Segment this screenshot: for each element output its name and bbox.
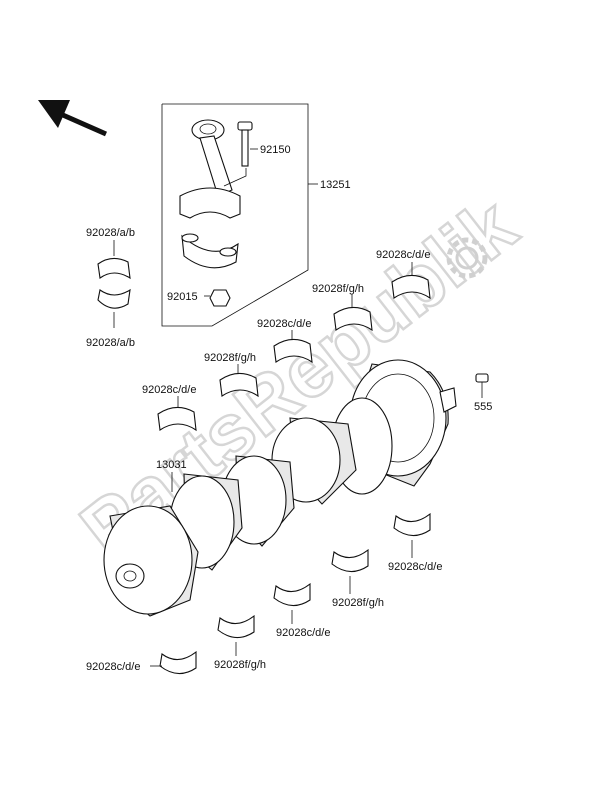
label-main-bearing-upper-2: 92028f/g/h bbox=[204, 352, 256, 364]
main-bearing-upper-4 bbox=[333, 294, 373, 332]
label-rod-nut: 92015 bbox=[167, 291, 198, 303]
rod-bearing-top bbox=[97, 240, 131, 280]
label-rod-bearing-bottom: 92028/a/b bbox=[86, 337, 135, 349]
label-crankshaft: 13031 bbox=[156, 459, 187, 471]
pin bbox=[475, 373, 489, 398]
rod-bearing-bottom bbox=[97, 288, 131, 328]
label-rod-bolt: 92150 bbox=[260, 144, 291, 156]
label-main-bearing-lower-4: 92028f/g/h bbox=[332, 597, 384, 609]
label-main-bearing-upper-4: 92028f/g/h bbox=[312, 283, 364, 295]
crankshaft bbox=[103, 359, 457, 617]
label-main-bearing-lower-5: 92028c/d/e bbox=[388, 561, 442, 573]
front-arrow-icon bbox=[38, 100, 108, 137]
main-bearing-upper-3 bbox=[273, 330, 313, 364]
label-main-bearing-lower-3: 92028c/d/e bbox=[276, 627, 330, 639]
main-bearing-upper-1 bbox=[157, 396, 197, 432]
main-bearing-lower-2 bbox=[217, 614, 255, 656]
main-bearing-lower-3 bbox=[273, 582, 311, 624]
label-main-bearing-lower-2: 92028f/g/h bbox=[214, 659, 266, 671]
rod-bolt bbox=[237, 121, 258, 167]
main-bearing-lower-5 bbox=[393, 512, 431, 558]
label-rod-bearing-top: 92028/a/b bbox=[86, 227, 135, 239]
label-main-bearing-upper-1: 92028c/d/e bbox=[142, 384, 196, 396]
label-main-bearing-upper-3: 92028c/d/e bbox=[257, 318, 311, 330]
main-bearing-upper-2 bbox=[219, 364, 259, 398]
main-bearing-lower-4 bbox=[331, 548, 369, 594]
rod-nut bbox=[204, 289, 231, 307]
label-pin: 555 bbox=[474, 401, 492, 413]
label-rod-assembly: 13251 bbox=[320, 179, 351, 191]
gear-logo-icon bbox=[446, 237, 488, 279]
rod-assembly-bracket bbox=[161, 103, 318, 327]
main-bearing-upper-5 bbox=[391, 262, 431, 300]
label-main-bearing-lower-1: 92028c/d/e bbox=[86, 661, 140, 673]
label-main-bearing-upper-5: 92028c/d/e bbox=[376, 249, 430, 261]
rod-cap bbox=[181, 233, 239, 269]
connecting-rod bbox=[179, 119, 247, 219]
main-bearing-lower-1 bbox=[150, 650, 197, 675]
